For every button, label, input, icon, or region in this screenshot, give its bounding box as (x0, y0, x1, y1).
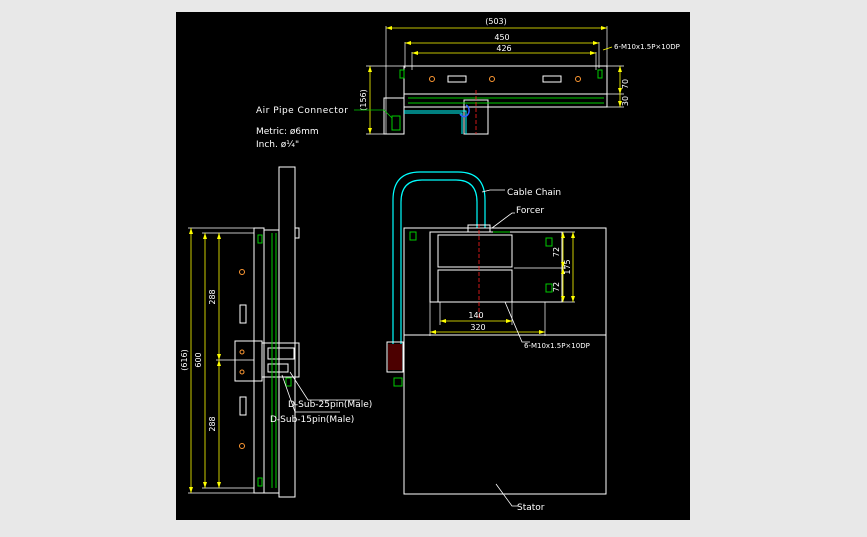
dim-30: 30 (621, 96, 630, 106)
air-pipe-note: Air Pipe Connector Metric: ø6mm Inch. ø¼… (256, 106, 393, 150)
dim-70: 70 (621, 79, 630, 89)
stator-label: Stator (517, 503, 545, 513)
dim-72-top: 72 (552, 247, 561, 257)
top-thread-note: 6-M10x1.5P×10DP (614, 43, 680, 51)
side-view: (616) 600 288 288 D-Sub-25pin(Male) D-Su… (180, 166, 372, 498)
dim-320: 320 (470, 323, 485, 332)
front-view: 72 72 175 140 320 6-M10x1.5P×10DP Cable … (386, 171, 607, 513)
dim-288-bottom: 288 (208, 416, 217, 431)
dim-overall-503: (503) (485, 17, 507, 26)
air-pipe-inch: Inch. ø¼" (256, 140, 299, 150)
dim-175: 175 (563, 259, 572, 274)
dim-450: 450 (494, 33, 509, 42)
dim-600: 600 (194, 352, 203, 367)
top-view: (503) 450 426 6-M10x1.5P×10DP 70 30 (156… (359, 17, 680, 135)
dim-156: (156) (359, 89, 368, 111)
dim-426: 426 (496, 44, 511, 53)
dim-140: 140 (468, 311, 483, 320)
dsub15-label: D-Sub-15pin(Male) (270, 415, 354, 425)
dim-72-bottom: 72 (552, 282, 561, 292)
front-thread-note: 6-M10x1.5P×10DP (524, 342, 590, 350)
dim-616: (616) (180, 349, 189, 371)
cable-chain-label: Cable Chain (507, 188, 561, 198)
dsub25-label: D-Sub-25pin(Male) (288, 400, 372, 410)
drawing-canvas (176, 12, 690, 520)
air-pipe-metric: Metric: ø6mm (256, 127, 319, 137)
dim-288-top: 288 (208, 289, 217, 304)
forcer-label: Forcer (516, 206, 544, 216)
air-pipe-title: Air Pipe Connector (256, 106, 348, 116)
